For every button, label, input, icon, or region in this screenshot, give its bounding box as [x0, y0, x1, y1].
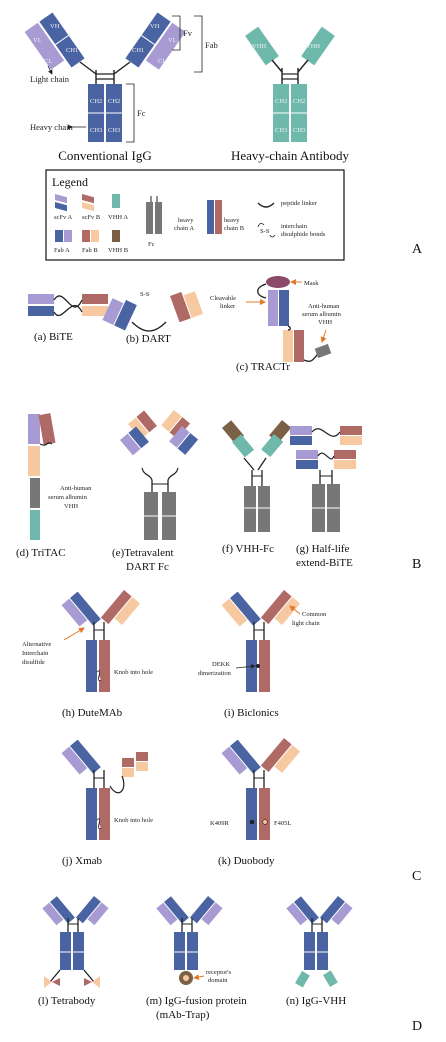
heavy-chain-antibody: VHH VHH CH2 CH2 CH3 CH3 Heavy-chain Anti…	[231, 26, 350, 163]
igg-vhh-caption: (n) IgG-VHH	[286, 995, 346, 1007]
legend-peptide-linker: peptide linker	[281, 200, 318, 207]
svg-text:CH2: CH2	[275, 98, 287, 105]
legend-title: Legend	[52, 175, 88, 189]
legend-scfv-b: scFv B	[82, 214, 101, 221]
dart-format: S-S (b) DART	[102, 291, 204, 345]
legend-box: Legend scFv A scFv B VHH A Fab A Fab B V…	[45, 169, 345, 261]
svg-text:VH: VH	[50, 23, 60, 30]
svg-text:CL: CL	[44, 58, 52, 65]
section-letter-c: C	[412, 869, 421, 884]
svg-text:CH1: CH1	[132, 47, 144, 54]
tritac-caption: (d) TriTAC	[16, 547, 66, 559]
tetrabody-format: (l) Tetrabody	[38, 896, 109, 1007]
fv-label: Fv	[183, 28, 193, 38]
vhh-fc-format: (f) VHH-Fc	[222, 420, 292, 555]
svg-text:CH3: CH3	[90, 127, 102, 134]
mask-label: Mask	[304, 280, 319, 287]
svg-text:CH3: CH3	[275, 127, 287, 134]
legend-fab-b: Fab B	[82, 247, 98, 254]
light-chain-label: Light chain	[30, 74, 70, 84]
svg-text:VL: VL	[168, 37, 177, 44]
section-a: VL VH CH1 CL VH VL CH1 CL C	[24, 12, 423, 261]
duobody-format: K409R F405L (k) Duobody	[210, 738, 301, 867]
dutemab-knob-label: Knob into hole	[114, 669, 153, 676]
svg-text:CH2: CH2	[108, 98, 120, 105]
xmab-caption: (j) Xmab	[62, 855, 103, 867]
hcab-caption: Heavy-chain Antibody	[231, 148, 350, 163]
f405l-label: F405L	[274, 820, 291, 827]
dutemab-caption: (h) DuteMAb	[62, 707, 123, 719]
biclonics-caption: (i) Biclonics	[224, 707, 279, 719]
svg-text:VHH: VHH	[252, 43, 266, 50]
igg-fusion-caption: (m) IgG-fusion protein(mAb-Trap)	[146, 995, 247, 1021]
duobody-caption: (k) Duobody	[218, 855, 275, 867]
svg-text:CH2: CH2	[90, 98, 102, 105]
svg-text:CH3: CH3	[108, 127, 120, 134]
bite-caption: (a) BiTE	[34, 331, 73, 343]
legend-vhh-b: VHH B	[108, 247, 129, 254]
vhh-fc-caption: (f) VHH-Fc	[222, 543, 274, 555]
xmab-knob-label: Knob into hole	[114, 817, 153, 824]
svg-text:CH2: CH2	[293, 98, 305, 105]
igg-caption: Conventional IgG	[58, 148, 152, 163]
bite-format: (a) BiTE	[28, 294, 108, 343]
svg-text:CH1: CH1	[66, 47, 78, 54]
fab-label: Fab	[205, 40, 218, 50]
legend-ss: S-S	[260, 228, 270, 235]
legend-scfv-a: scFv A	[54, 214, 73, 221]
section-letter-d: D	[412, 1019, 422, 1034]
legend-fc: Fc	[148, 241, 155, 248]
svg-text:CH3: CH3	[293, 127, 305, 134]
section-letter-b: B	[412, 557, 421, 572]
fc-label: Fc	[137, 108, 146, 118]
svg-text:VHH: VHH	[306, 43, 320, 50]
dart-caption: (b) DART	[126, 333, 171, 345]
section-letter-a: A	[412, 242, 423, 257]
svg-text:VL: VL	[33, 37, 42, 44]
xmab-format: Knob into hole (j) Xmab	[61, 739, 153, 867]
conventional-igg: VL VH CH1 CL VH VL CH1 CL C	[24, 12, 218, 163]
tetrabody-caption: (l) Tetrabody	[38, 995, 96, 1007]
k409r-label: K409R	[210, 820, 229, 827]
tractr-caption: (c) TRACTr	[236, 361, 290, 373]
heavy-chain-label: Heavy chain	[30, 122, 73, 132]
svg-text:CL: CL	[158, 58, 166, 65]
svg-text:VH: VH	[150, 23, 160, 30]
igg-vhh-format: (n) IgG-VHH	[286, 896, 353, 1007]
legend-vhh-a: VHH A	[108, 214, 128, 221]
legend-fab-a: Fab A	[54, 247, 70, 254]
dart-ss: S-S	[140, 291, 150, 298]
